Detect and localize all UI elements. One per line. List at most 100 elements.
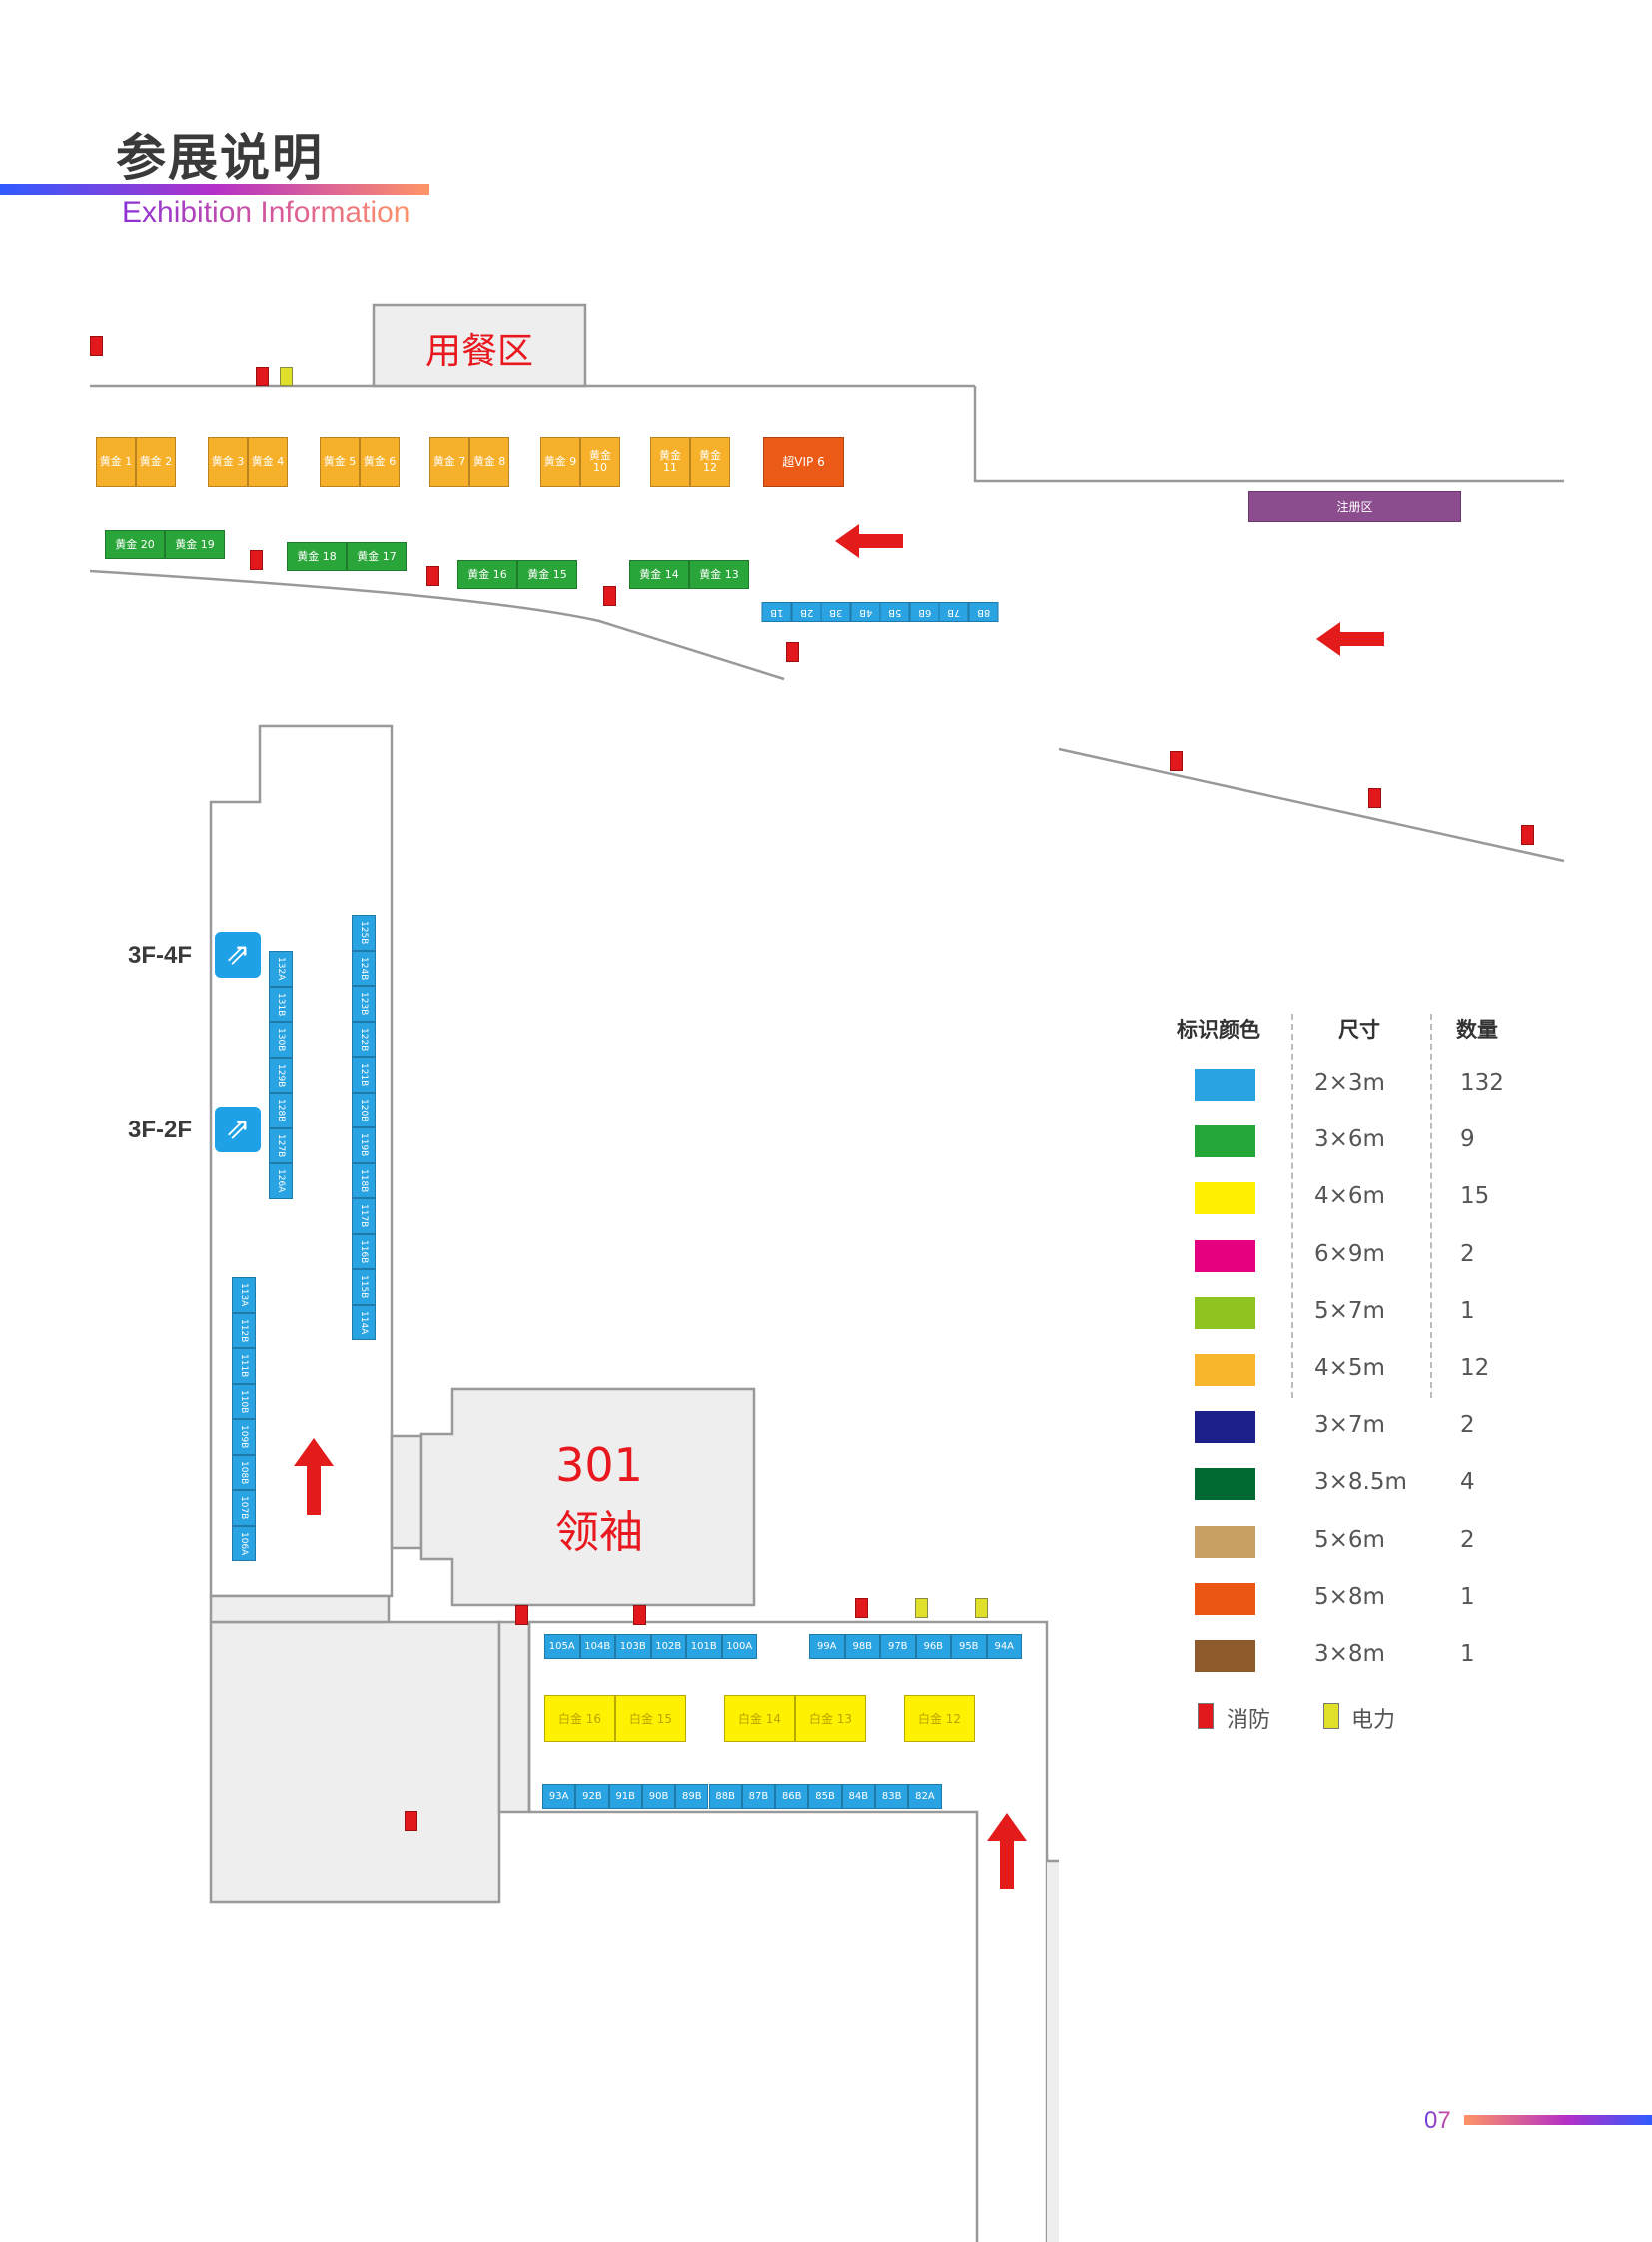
orange-booth[interactable]: 黄金 11 <box>650 437 690 487</box>
blue-booth[interactable]: 7B <box>939 602 969 622</box>
blue-booth[interactable]: 125B <box>352 915 376 951</box>
orange-booth[interactable]: 黄金 4 <box>248 437 288 487</box>
blue-booth[interactable]: 113A <box>232 1277 256 1313</box>
blue-booth[interactable]: 84B <box>841 1784 875 1809</box>
blue-booth[interactable]: 132A <box>269 951 293 987</box>
green-booth[interactable]: 黄金 19 <box>165 530 225 559</box>
fire-extinguisher-marker <box>515 1605 528 1625</box>
blue-booth[interactable]: 96B <box>915 1634 951 1659</box>
blue-booth[interactable]: 8B <box>968 602 998 622</box>
blue-booth[interactable]: 103B <box>615 1634 651 1659</box>
blue-booth[interactable]: 112B <box>232 1312 256 1348</box>
blue-booth[interactable]: 93A <box>542 1784 576 1809</box>
blue-booth[interactable]: 99A <box>809 1634 845 1659</box>
vip-booth[interactable]: 超VIP 6 <box>763 437 844 487</box>
orange-booth[interactable]: 黄金 8 <box>469 437 509 487</box>
legend-size: 3×7m <box>1314 1412 1385 1439</box>
orange-booth[interactable]: 黄金 12 <box>690 437 730 487</box>
blue-booth[interactable]: 122B <box>352 1021 376 1057</box>
blue-booth[interactable]: 100A <box>721 1634 757 1659</box>
blue-booth[interactable]: 127B <box>269 1127 293 1163</box>
arrow-up-icon <box>294 1438 334 1515</box>
blue-booth[interactable]: 92B <box>575 1784 609 1809</box>
blue-booth[interactable]: 87B <box>741 1784 776 1809</box>
legend-count: 15 <box>1460 1183 1490 1210</box>
legend-swatch <box>1195 1239 1255 1272</box>
orange-booth[interactable]: 黄金 7 <box>429 437 469 487</box>
green-booth[interactable]: 黄金 18 <box>287 542 347 571</box>
blue-booth[interactable]: 82A <box>908 1784 942 1809</box>
green-booth[interactable]: 黄金 20 <box>105 530 165 559</box>
blue-booth[interactable]: 121B <box>352 1057 376 1093</box>
blue-booth[interactable]: 116B <box>352 1233 376 1269</box>
yellow-booth[interactable]: 白金 13 <box>795 1695 866 1742</box>
escalator-icon[interactable]: ⇗ <box>215 1107 261 1152</box>
blue-booth[interactable]: 94A <box>986 1634 1022 1659</box>
blue-booth[interactable]: 106A <box>232 1525 256 1561</box>
blue-booth[interactable]: 2B <box>791 602 821 622</box>
blue-booth[interactable]: 119B <box>352 1127 376 1163</box>
blue-booth[interactable]: 128B <box>269 1093 293 1128</box>
blue-booth[interactable]: 126A <box>269 1163 293 1199</box>
orange-booth[interactable]: 黄金 5 <box>320 437 360 487</box>
legend-count: 1 <box>1460 1583 1475 1610</box>
fire-extinguisher-marker <box>855 1598 868 1618</box>
blue-booth[interactable]: 83B <box>875 1784 909 1809</box>
blue-booth[interactable]: 95B <box>951 1634 987 1659</box>
legend-swatch <box>1195 1468 1255 1501</box>
green-booth[interactable]: 黄金 15 <box>517 560 577 589</box>
orange-booth[interactable]: 黄金 3 <box>208 437 248 487</box>
blue-booth[interactable]: 85B <box>808 1784 842 1809</box>
blue-booth[interactable]: 114A <box>352 1304 376 1340</box>
blue-booth[interactable]: 129B <box>269 1057 293 1093</box>
blue-booth[interactable]: 91B <box>608 1784 642 1809</box>
blue-booth[interactable]: 124B <box>352 950 376 986</box>
green-booth[interactable]: 黄金 16 <box>457 560 517 589</box>
blue-booth[interactable]: 5B <box>880 602 910 622</box>
blue-booth[interactable]: 98B <box>844 1634 880 1659</box>
yellow-booth[interactable]: 白金 15 <box>615 1695 686 1742</box>
yellow-booth[interactable]: 白金 14 <box>724 1695 795 1742</box>
blue-booth[interactable]: 104B <box>579 1634 615 1659</box>
orange-booth[interactable]: 黄金 2 <box>136 437 176 487</box>
room-301-number: 301 <box>555 1438 643 1492</box>
blue-booth[interactable]: 118B <box>352 1162 376 1198</box>
yellow-booth[interactable]: 白金 16 <box>544 1695 615 1742</box>
blue-booth[interactable]: 88B <box>708 1784 742 1809</box>
orange-booth[interactable]: 黄金 6 <box>360 437 400 487</box>
blue-booth[interactable]: 3B <box>821 602 851 622</box>
legend-swatch <box>1195 1182 1255 1215</box>
legend-swatch <box>1195 1354 1255 1386</box>
green-booth[interactable]: 黄金 13 <box>689 560 749 589</box>
blue-booth[interactable]: 120B <box>352 1092 376 1127</box>
yellow-booth[interactable]: 白金 12 <box>904 1695 975 1742</box>
orange-booth[interactable]: 黄金 9 <box>540 437 580 487</box>
blue-booth[interactable]: 111B <box>232 1348 256 1384</box>
blue-booth[interactable]: 107B <box>232 1490 256 1526</box>
orange-booth[interactable]: 黄金 1 <box>96 437 136 487</box>
blue-booth[interactable]: 101B <box>686 1634 722 1659</box>
blue-booth[interactable]: 6B <box>909 602 939 622</box>
green-booth[interactable]: 黄金 14 <box>629 560 689 589</box>
registration-area[interactable]: 注册区 <box>1248 491 1461 522</box>
blue-booth[interactable]: 105A <box>544 1634 580 1659</box>
blue-booth[interactable]: 123B <box>352 986 376 1022</box>
green-booth[interactable]: 黄金 17 <box>347 542 407 571</box>
blue-booth[interactable]: 115B <box>352 1269 376 1305</box>
blue-booth[interactable]: 117B <box>352 1198 376 1234</box>
blue-booth[interactable]: 108B <box>232 1454 256 1490</box>
orange-booth[interactable]: 黄金 10 <box>580 437 620 487</box>
blue-booth[interactable]: 4B <box>850 602 880 622</box>
blue-booth[interactable]: 110B <box>232 1383 256 1419</box>
blue-booth[interactable]: 131B <box>269 986 293 1022</box>
blue-booth[interactable]: 97B <box>880 1634 916 1659</box>
blue-booth[interactable]: 86B <box>775 1784 809 1809</box>
blue-booth[interactable]: 130B <box>269 1022 293 1058</box>
blue-booth[interactable]: 102B <box>650 1634 686 1659</box>
blue-booth[interactable]: 1B <box>762 602 792 622</box>
blue-booth[interactable]: 89B <box>675 1784 709 1809</box>
blue-booth[interactable]: 109B <box>232 1419 256 1455</box>
blue-booth[interactable]: 90B <box>641 1784 676 1809</box>
escalator-icon[interactable]: ⇗ <box>215 932 261 978</box>
